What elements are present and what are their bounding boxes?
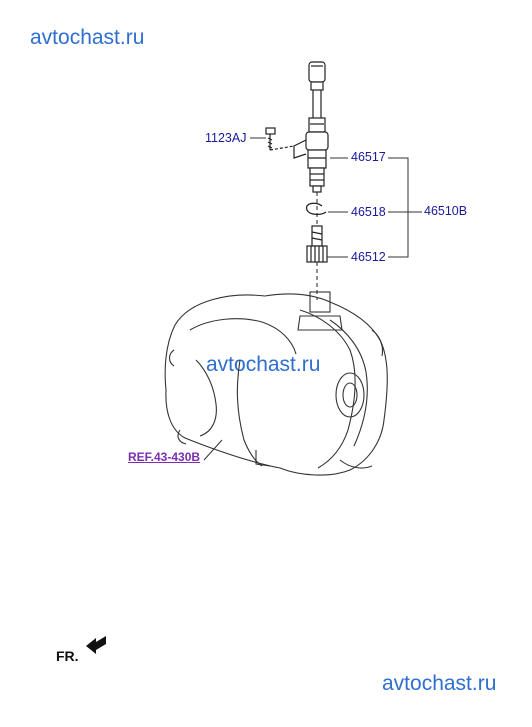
leader-lines	[203, 137, 422, 461]
gear-drawing	[306, 225, 328, 263]
label-gear-46512: 46512	[351, 250, 386, 264]
transmission-housing-drawing	[164, 291, 388, 476]
watermark-middle: avtochast.ru	[206, 353, 321, 376]
label-sensor-46517: 46517	[351, 150, 386, 164]
front-arrow-icon	[86, 636, 106, 654]
orientation-label: FR.	[56, 648, 79, 664]
watermark-bottom: avtochast.ru	[382, 672, 497, 695]
clip-drawing	[305, 202, 327, 216]
label-clip-46518: 46518	[351, 205, 386, 219]
speed-sensor-drawing	[293, 61, 329, 193]
label-assembly-46510b: 46510B	[424, 204, 468, 218]
label-bolt-1123aj: 1123AJ	[205, 131, 247, 145]
watermark-top: avtochast.ru	[30, 26, 145, 49]
reference-link[interactable]: REF.43-430B	[128, 450, 201, 464]
bolt-drawing	[265, 127, 295, 151]
